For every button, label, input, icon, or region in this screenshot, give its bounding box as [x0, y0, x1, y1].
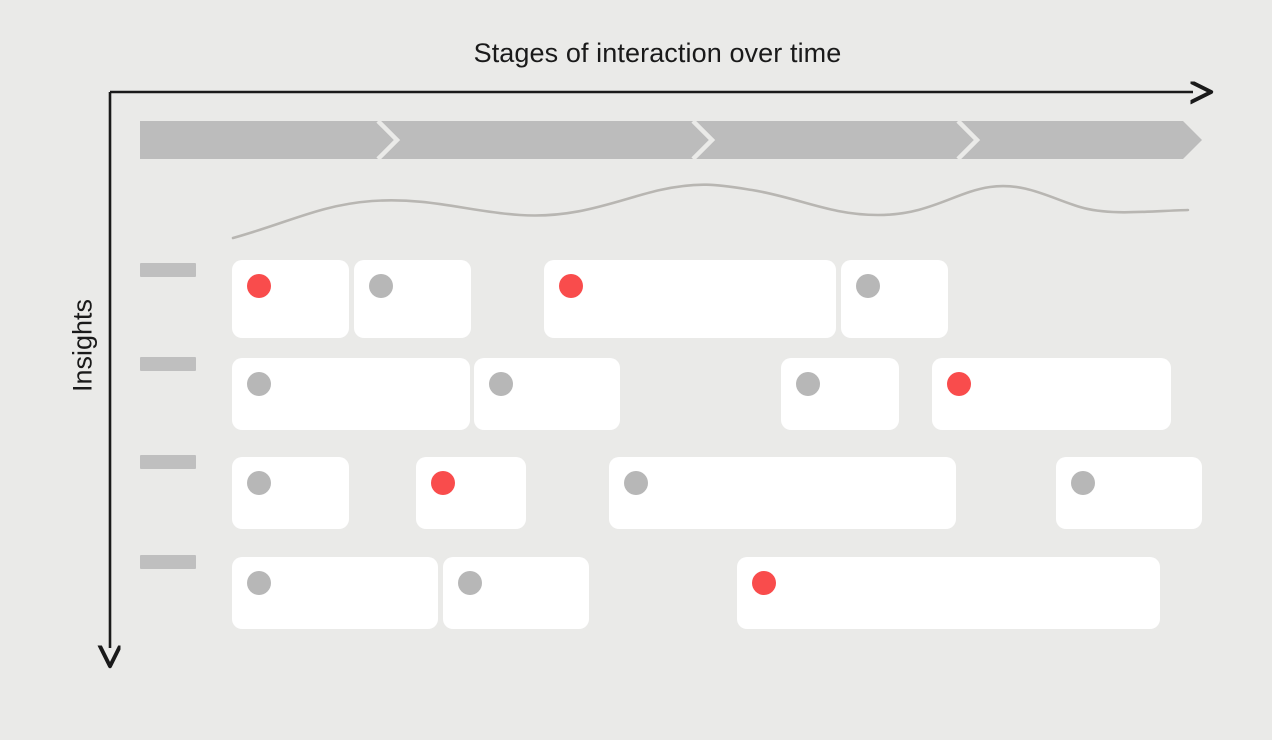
status-dot-red-icon	[752, 571, 776, 595]
status-dot-gray-icon	[247, 471, 271, 495]
row-label-chip-3	[140, 455, 196, 469]
status-dot-gray-icon	[458, 571, 482, 595]
insight-card-1-3[interactable]	[544, 260, 836, 338]
insight-card-3-2[interactable]	[416, 457, 526, 529]
status-dot-gray-icon	[856, 274, 880, 298]
insight-card-4-2[interactable]	[443, 557, 589, 629]
insight-card-4-1[interactable]	[232, 557, 438, 629]
insight-card-2-4[interactable]	[932, 358, 1171, 430]
insight-card-4-3[interactable]	[737, 557, 1160, 629]
insight-card-2-1[interactable]	[232, 358, 470, 430]
status-dot-gray-icon	[796, 372, 820, 396]
insight-card-3-1[interactable]	[232, 457, 349, 529]
status-dot-red-icon	[247, 274, 271, 298]
insight-card-3-4[interactable]	[1056, 457, 1202, 529]
status-dot-gray-icon	[369, 274, 393, 298]
row-label-chip-2	[140, 357, 196, 371]
insight-card-1-2[interactable]	[354, 260, 471, 338]
status-dot-red-icon	[947, 372, 971, 396]
status-dot-red-icon	[431, 471, 455, 495]
y-axis-label: Insights	[67, 298, 98, 393]
stage-divider-chevron-1	[376, 119, 401, 161]
insight-card-1-4[interactable]	[841, 260, 948, 338]
status-dot-gray-icon	[1071, 471, 1095, 495]
insight-card-3-3[interactable]	[609, 457, 956, 529]
status-dot-gray-icon	[624, 471, 648, 495]
insight-card-2-3[interactable]	[781, 358, 899, 430]
stage-divider-chevron-3	[956, 119, 981, 161]
status-dot-gray-icon	[489, 372, 513, 396]
status-dot-gray-icon	[247, 372, 271, 396]
page-title: Stages of interaction over time	[473, 38, 842, 68]
wave-path	[231, 183, 1190, 240]
status-dot-red-icon	[559, 274, 583, 298]
stage-divider-chevron-2	[691, 119, 716, 161]
insight-card-1-1[interactable]	[232, 260, 349, 338]
stage-bar-body	[140, 121, 1202, 159]
row-label-chip-4	[140, 555, 196, 569]
status-dot-gray-icon	[247, 571, 271, 595]
insight-card-2-2[interactable]	[474, 358, 620, 430]
row-label-chip-1	[140, 263, 196, 277]
